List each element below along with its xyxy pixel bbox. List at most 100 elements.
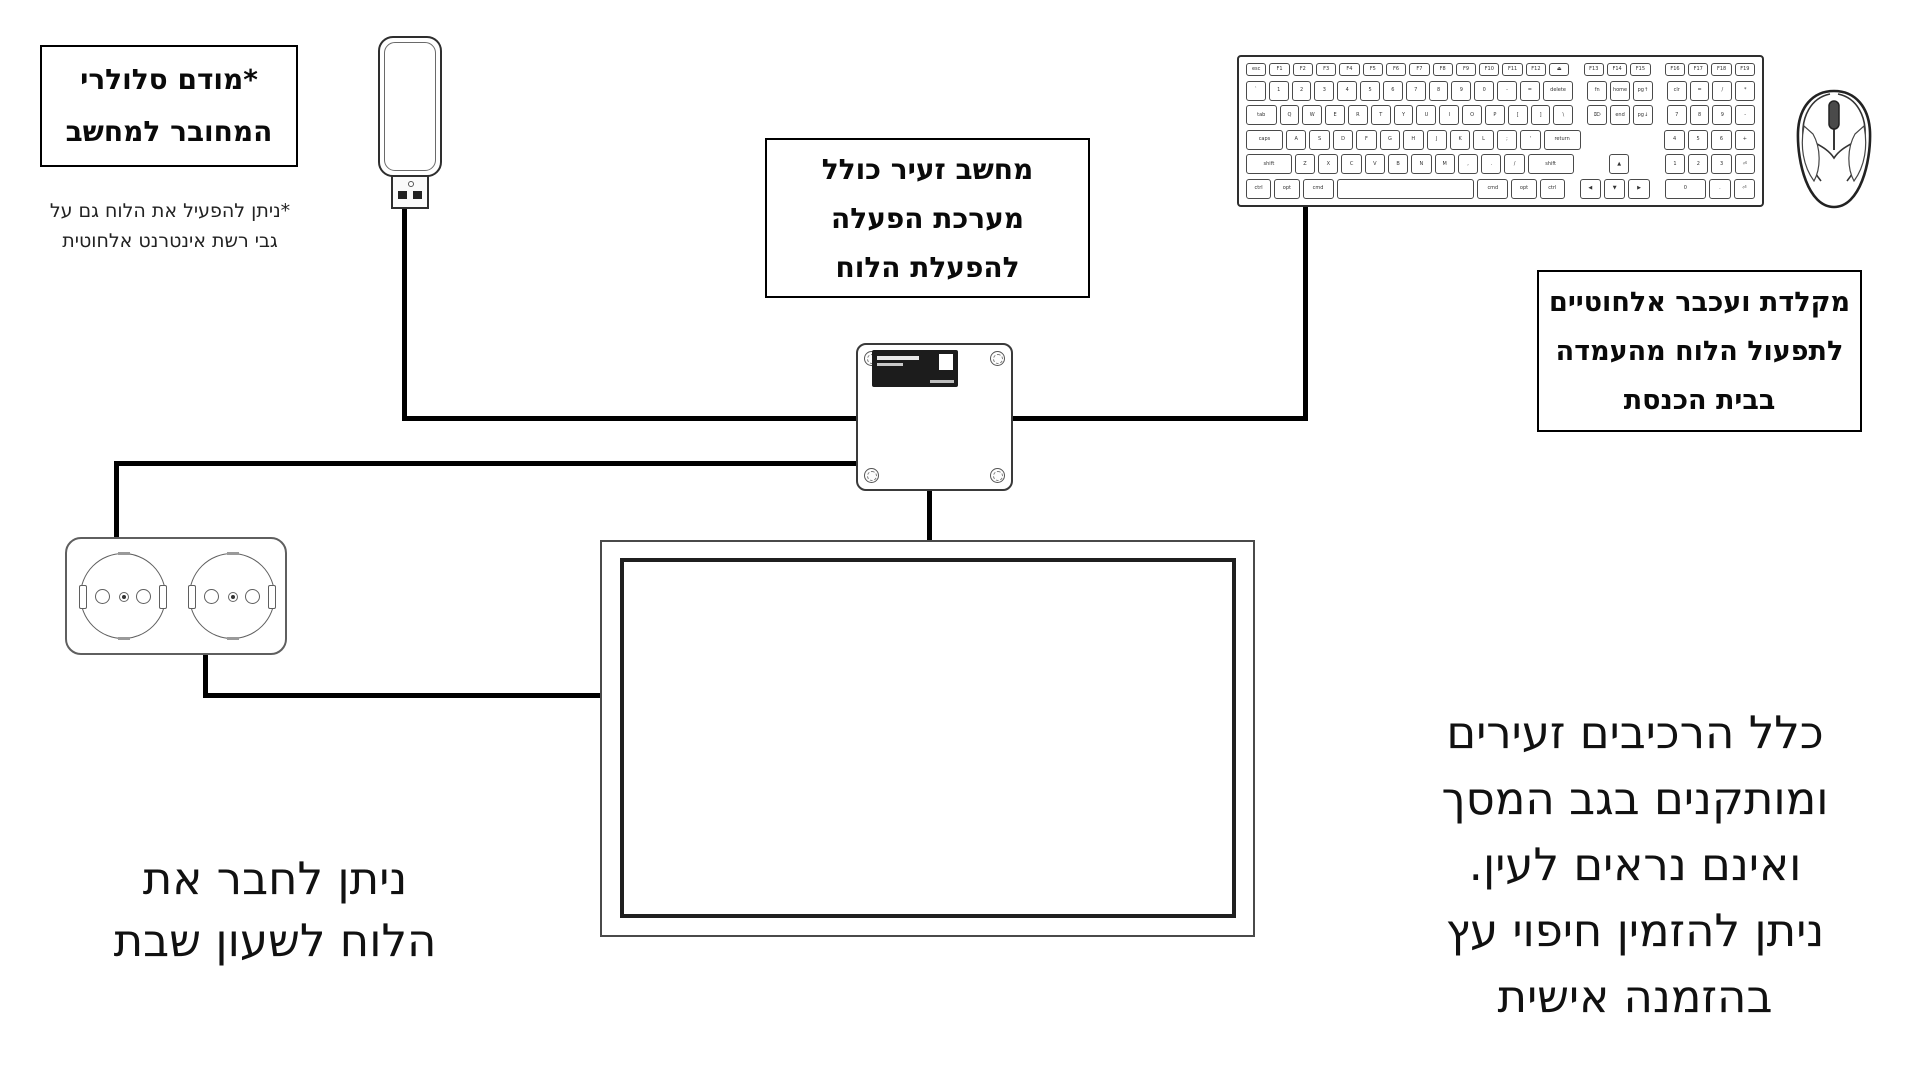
keyboard-gap xyxy=(1653,130,1661,150)
mini-computer-sticker xyxy=(872,350,958,387)
keyboard-key: F12 xyxy=(1525,63,1547,76)
keyboard-mouse-label-box: מקלדת ועכבר אלחוטיים לתפעול הלוח מהעמדה … xyxy=(1537,270,1862,432)
keyboard-key: F xyxy=(1356,129,1377,150)
keyboard-key: H xyxy=(1403,129,1424,150)
keyboard-key: ⌦ xyxy=(1587,105,1608,126)
keyboard-key: B xyxy=(1388,154,1409,175)
socket-center-screw xyxy=(119,592,129,602)
keyboard-gap xyxy=(1653,179,1662,199)
keyboard-key: 3 xyxy=(1711,154,1732,175)
keyboard-key: Y xyxy=(1393,105,1414,126)
cable-power-vertical xyxy=(114,461,119,541)
usb-modem-icon xyxy=(378,36,442,177)
keyboard-key: 0 xyxy=(1664,178,1707,199)
keyboard-key: 8 xyxy=(1428,80,1449,101)
cable-pc-to-monitor xyxy=(927,489,932,543)
keyboard-key: opt xyxy=(1274,178,1300,199)
keyboard-key: ctrl xyxy=(1539,178,1565,199)
keyboard-key: 0 xyxy=(1474,80,1495,101)
socket-tick xyxy=(227,637,239,640)
keyboard-key: [ xyxy=(1507,105,1528,126)
keyboard-key: F17 xyxy=(1688,63,1709,76)
socket-center-screw xyxy=(228,592,238,602)
keyboard-key: = xyxy=(1689,80,1710,101)
keyboard-key: 5 xyxy=(1360,80,1380,101)
socket-icon xyxy=(188,552,276,640)
socket-clip xyxy=(159,585,167,609)
keyboard-key: V xyxy=(1364,154,1385,175)
keyboard-key: shift xyxy=(1246,154,1292,175)
keyboard-key: 7 xyxy=(1405,80,1426,101)
keyboard-gap xyxy=(1654,154,1662,174)
keyboard-key: X xyxy=(1318,154,1339,175)
screw-icon xyxy=(864,468,879,483)
components-note-line: כלל הרכיבים זעירים xyxy=(1446,706,1824,759)
sticker-text-bar xyxy=(877,363,903,366)
socket-icon xyxy=(79,552,167,640)
keyboard-key: ▶ xyxy=(1628,178,1650,199)
keyboard-key: * xyxy=(1735,80,1756,101)
keyboard-key: W xyxy=(1302,105,1323,126)
keyboard-key: Q xyxy=(1279,105,1300,126)
socket-tick xyxy=(227,552,239,555)
keyboard-mouse-label-line: בבית הכנסת xyxy=(1623,384,1776,416)
keyboard-key: F13 xyxy=(1583,63,1604,76)
keyboard-key: K xyxy=(1449,129,1471,150)
keyboard-key: 1 xyxy=(1268,80,1289,101)
keyboard-key: 6 xyxy=(1382,80,1403,101)
usb-connector-pin xyxy=(413,191,422,199)
shabbat-timer-note-line: הלוח לשעון שבת xyxy=(113,914,437,967)
computer-label-line: מחשב זעיר כולל xyxy=(821,152,1034,186)
keyboard-gap xyxy=(1588,154,1606,174)
keyboard-key: C xyxy=(1341,154,1362,175)
keyboard-key: 8 xyxy=(1689,105,1710,126)
components-note: כלל הרכיבים זעירים ומותקנים בגב המסך ואי… xyxy=(1355,700,1915,1030)
keyboard-key: ] xyxy=(1530,105,1551,126)
keyboard-key: F4 xyxy=(1339,63,1360,76)
keyboard-key: J xyxy=(1426,129,1447,150)
keyboard-gap xyxy=(1632,154,1650,174)
keyboard-key: O xyxy=(1462,105,1482,126)
keyboard-key: F3 xyxy=(1315,63,1337,76)
keyboard-gap xyxy=(1576,105,1584,125)
keyboard-key: - xyxy=(1735,105,1756,126)
keyboard-key: , xyxy=(1457,154,1479,175)
keyboard-key: - xyxy=(1497,80,1517,101)
keyboard-key: ` xyxy=(1246,80,1266,101)
keyboard-key: A xyxy=(1285,129,1307,150)
cable-outlet-vertical xyxy=(203,650,208,698)
keyboard-key: pg↓ xyxy=(1632,105,1653,126)
socket-pinhole xyxy=(204,589,219,604)
keyboard-key: 7 xyxy=(1666,105,1687,126)
components-note-line: ומותקנים בגב המסך xyxy=(1441,772,1829,825)
keyboard-key: 9 xyxy=(1712,105,1733,126)
keyboard-gap xyxy=(1576,81,1584,101)
keyboard-key: / xyxy=(1504,154,1525,175)
shabbat-timer-note-line: ניתן לחבר את xyxy=(142,852,408,905)
computer-label-line: מערכת הפעלה xyxy=(831,201,1024,235)
keyboard-key: esc xyxy=(1246,63,1267,76)
keyboard-key: F8 xyxy=(1432,63,1453,76)
keyboard-key: P xyxy=(1484,105,1505,126)
keyboard-key: . xyxy=(1709,178,1731,199)
keyboard-key: end xyxy=(1610,105,1630,126)
mouse-icon xyxy=(1788,88,1880,210)
keyboard-key: 1 xyxy=(1664,154,1686,175)
components-note-line: ניתן להזמין חיפוי עץ xyxy=(1445,904,1825,957)
keyboard-mouse-label-line: לתפעול הלוח מהעמדה xyxy=(1555,335,1844,367)
modem-footnote-line: גבי רשת אינטרנט אלחוטית xyxy=(62,230,278,252)
cable-modem-horizontal xyxy=(402,416,860,421)
keyboard-gap xyxy=(1577,154,1585,174)
keyboard-key: S xyxy=(1309,129,1330,150)
keyboard-key: ' xyxy=(1520,129,1541,150)
keyboard-key: tab xyxy=(1246,105,1277,126)
keyboard-key: fn xyxy=(1587,80,1608,101)
keyboard-key: R xyxy=(1348,105,1368,126)
usb-modem-inner-outline xyxy=(384,42,436,171)
keyboard-key: 5 xyxy=(1687,129,1709,150)
shabbat-timer-note: ניתן לחבר את הלוח לשעון שבת xyxy=(80,848,470,972)
socket-pinhole xyxy=(136,589,151,604)
keyboard-key: U xyxy=(1416,105,1437,126)
